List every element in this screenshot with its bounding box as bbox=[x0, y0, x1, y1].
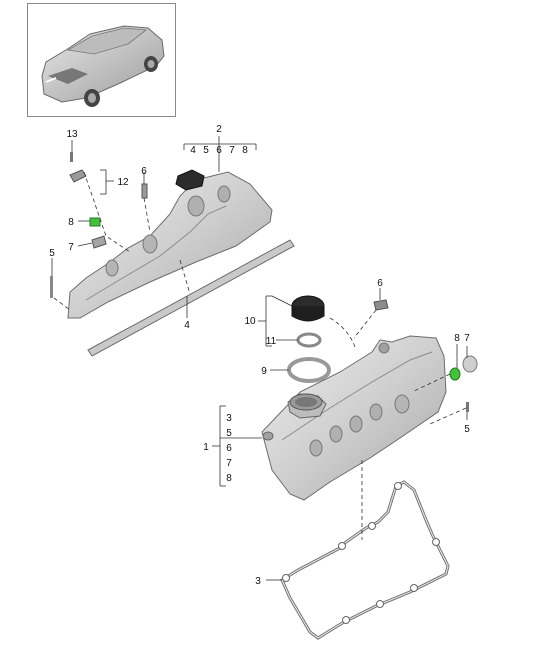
callout-5-lower: 5 bbox=[464, 424, 470, 435]
leader-lines-upper bbox=[51, 136, 257, 318]
gasket-strip bbox=[87, 239, 295, 357]
callout-5-upper: 5 bbox=[49, 248, 55, 259]
callout-3: 3 bbox=[255, 576, 261, 587]
callout-2-sub-5: 5 bbox=[203, 145, 209, 156]
gasket-lower bbox=[280, 480, 450, 640]
callout-1-sub-3: 3 bbox=[226, 413, 232, 424]
callout-13: 13 bbox=[66, 129, 78, 140]
leader-lines-lower bbox=[212, 288, 468, 581]
seal-ring-large bbox=[287, 357, 331, 383]
valve-cover-right bbox=[261, 335, 447, 501]
callout-7-upper: 7 bbox=[68, 242, 74, 253]
callout-2-sub-7: 7 bbox=[229, 145, 235, 156]
callout-8-lower: 8 bbox=[454, 333, 460, 344]
callout-11: 11 bbox=[266, 336, 277, 347]
callout-10: 10 bbox=[244, 316, 256, 327]
callout-1-sub-7: 7 bbox=[226, 458, 232, 469]
bolt-right bbox=[373, 299, 389, 311]
callout-2-sub-4: 4 bbox=[190, 145, 196, 156]
callout-7-lower: 7 bbox=[464, 333, 470, 344]
callout-2-sub-6: 6 bbox=[216, 145, 222, 156]
small-parts-left bbox=[50, 152, 148, 298]
oil-filler-cap bbox=[291, 295, 325, 322]
small-parts-right bbox=[449, 355, 478, 412]
callout-6-lower: 6 bbox=[377, 278, 383, 289]
callout-1-sub-5: 5 bbox=[226, 428, 232, 439]
car-suv-icon bbox=[41, 25, 165, 107]
callout-9: 9 bbox=[261, 366, 267, 377]
callout-6-upper: 6 bbox=[141, 166, 147, 177]
callout-12: 12 bbox=[117, 177, 129, 188]
callout-2: 2 bbox=[216, 124, 222, 135]
callout-1-sub-8: 8 bbox=[226, 473, 232, 484]
vehicle-thumbnail bbox=[27, 3, 176, 117]
callout-labels: 13 12 6 8 7 5 2 4 5 6 7 8 4 6 10 11 9 8 … bbox=[49, 124, 470, 587]
callout-1: 1 bbox=[203, 442, 209, 453]
seal-ring-small bbox=[296, 332, 322, 348]
callout-4: 4 bbox=[184, 320, 190, 331]
valve-cover-left bbox=[67, 169, 273, 319]
callout-8-upper: 8 bbox=[68, 217, 74, 228]
callout-2-sub-8: 8 bbox=[242, 145, 248, 156]
callout-1-sub-6: 6 bbox=[226, 443, 232, 454]
